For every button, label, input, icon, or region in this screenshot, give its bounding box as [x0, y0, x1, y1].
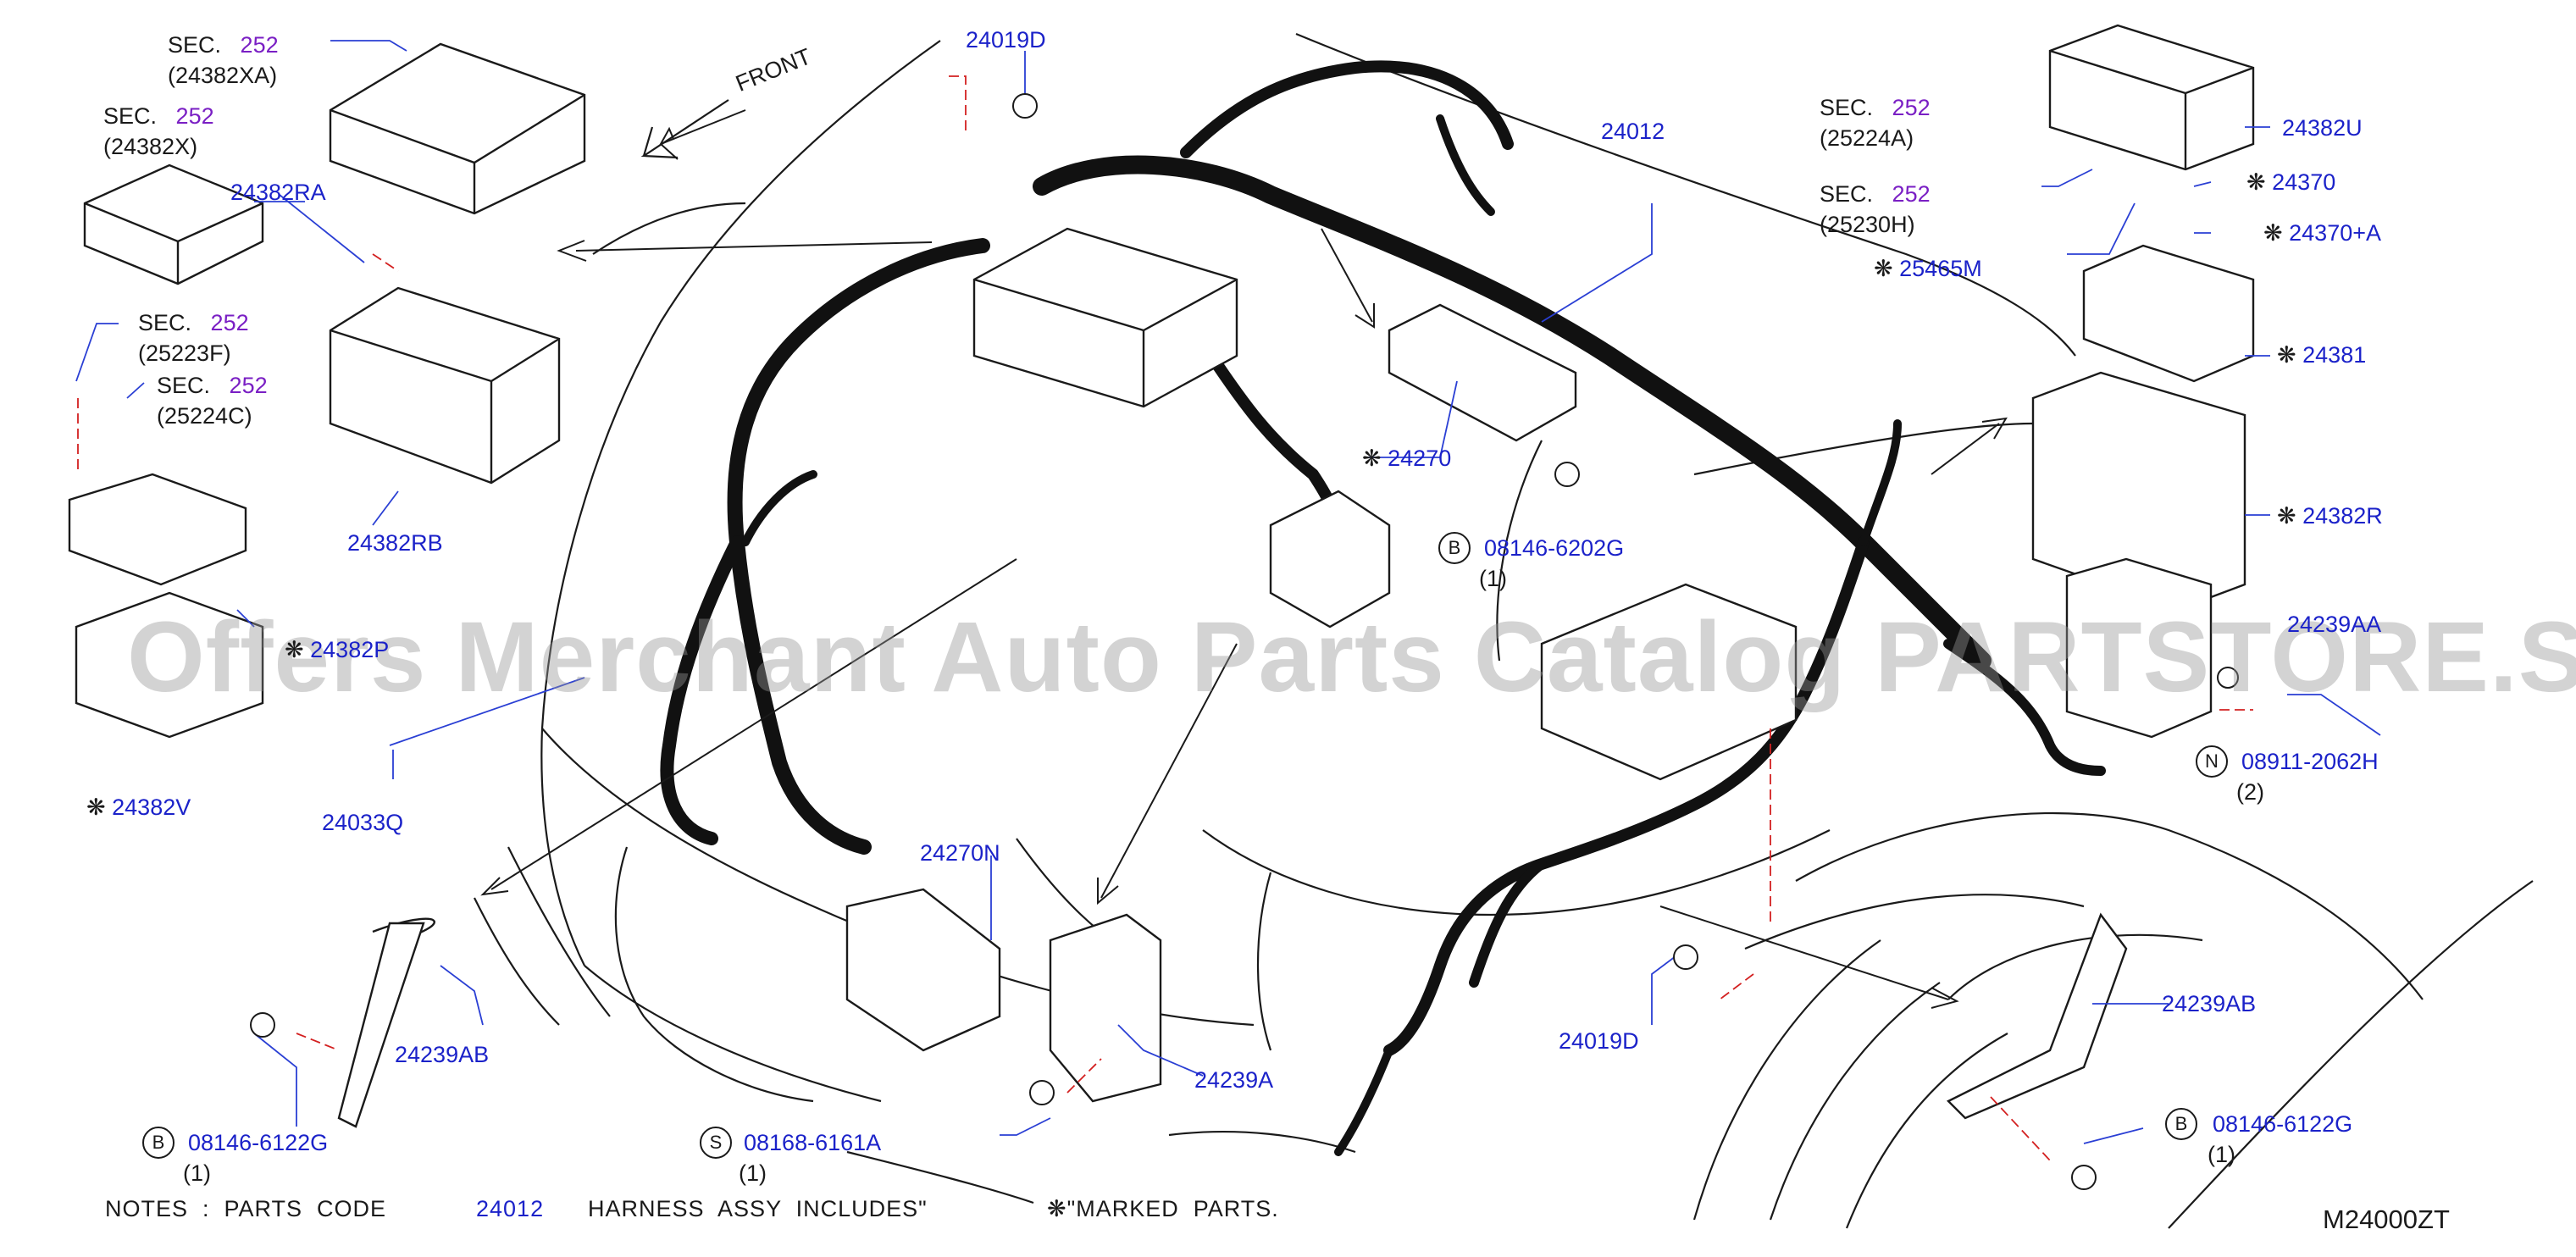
bolt-code-08146-6202G[interactable]: 08146-6202G — [1484, 535, 1625, 561]
part-24382V-row: ❋ 24382V — [86, 795, 191, 820]
part-24382R-row: ❋ 24382R — [2277, 503, 2383, 529]
sec-label-2: SEC. 252 — [103, 103, 214, 129]
sec-label-1: SEC. 252 — [168, 32, 279, 58]
notes-code: 24012 — [476, 1196, 545, 1221]
bolt-b-badge-3: B — [2165, 1108, 2197, 1140]
marked-icon: ❋ — [285, 637, 304, 662]
sec-code-6: (25230H) — [1820, 212, 1915, 237]
marked-icon: ❋ — [1047, 1196, 1067, 1221]
part-24370-row: ❋ 24370 — [2246, 169, 2336, 195]
nut-n-badge: N — [2196, 745, 2228, 778]
sec-code-2: (24382X) — [103, 134, 198, 159]
part-24012[interactable]: 24012 — [1601, 119, 1665, 144]
arrows — [480, 228, 2008, 1009]
components — [68, 24, 2255, 1128]
part-24019D-top[interactable]: 24019D — [966, 27, 1046, 53]
red-dash-lines — [77, 75, 2253, 1161]
marked-icon: ❋ — [2277, 503, 2296, 529]
part-24382U[interactable]: 24382U — [2282, 115, 2363, 141]
part-24019D-bottom[interactable]: 24019D — [1559, 1028, 1639, 1054]
nut-qty: (2) — [2236, 779, 2264, 805]
notes-prefix: NOTES : PARTS CODE — [105, 1196, 387, 1221]
sec-code-3: (25223F) — [138, 341, 231, 366]
harness-trunks — [660, 60, 2106, 1156]
part-24239AB-right[interactable]: 24239AB — [2162, 991, 2257, 1016]
sec-code-5: (25224A) — [1820, 125, 1914, 151]
bolt-code-08168-6161A[interactable]: 08168-6161A — [744, 1130, 882, 1155]
bolt-code-08146-6122G-right[interactable]: 08146-6122G — [2213, 1111, 2353, 1137]
sec-code-4: (25224C) — [157, 403, 252, 429]
part-24382RA[interactable]: 24382RA — [230, 180, 326, 205]
bolt-s-badge: S — [700, 1127, 732, 1159]
part-24239AA[interactable]: 24239AA — [2287, 612, 2382, 637]
part-24239AB-left[interactable]: 24239AB — [395, 1042, 490, 1067]
part-24270-row: ❋ 24270 — [1362, 446, 1452, 471]
marked-icon: ❋ — [2277, 342, 2296, 368]
marked-icon: ❋ — [2263, 220, 2283, 246]
marked-icon: ❋ — [2246, 169, 2266, 195]
part-25465M-row: ❋ 25465M — [1874, 256, 1982, 281]
part-24382P-row: ❋ 24382P — [285, 637, 390, 662]
part-24239A[interactable]: 24239A — [1194, 1067, 1274, 1093]
bolt-qty-s: (1) — [739, 1160, 767, 1186]
sec-label-6: SEC. 252 — [1820, 181, 1931, 207]
marked-icon: ❋ — [86, 795, 106, 820]
sec-label-5: SEC. 252 — [1820, 95, 1931, 120]
part-24382RB[interactable]: 24382RB — [347, 530, 443, 556]
leader-lines — [75, 40, 2381, 1144]
sec-code-1: (24382XA) — [168, 63, 278, 88]
sec-label-3: SEC. 252 — [138, 310, 249, 335]
marked-icon: ❋ — [1874, 256, 1893, 281]
watermark: Offers Merchant Auto Parts Catalog PARTS… — [127, 601, 2576, 713]
notes-middle: HARNESS ASSY INCLUDES" — [588, 1196, 928, 1221]
part-24370A-row: ❋ 24370+A — [2263, 220, 2381, 246]
sec-label-4: SEC. 252 — [157, 373, 268, 398]
bolt-b-badge-2: B — [142, 1127, 175, 1159]
bolts — [250, 93, 2239, 1190]
notes-suffix-row: ❋"MARKED PARTS. — [1047, 1196, 1279, 1221]
bolt-code-08146-6122G-left[interactable]: 08146-6122G — [188, 1130, 329, 1155]
diagram-code: M24000ZT — [2323, 1204, 2450, 1234]
bolt-qty-1: (1) — [1479, 566, 1507, 591]
part-24381-row: ❋ 24381 — [2277, 342, 2367, 368]
bolt-b-badge-1: B — [1438, 532, 1471, 564]
part-24033Q[interactable]: 24033Q — [322, 810, 404, 835]
bolt-qty-3: (1) — [2208, 1142, 2235, 1167]
part-24270N[interactable]: 24270N — [920, 840, 1000, 866]
bolt-qty-2: (1) — [183, 1160, 211, 1186]
nut-code-08911-2062H[interactable]: 08911-2062H — [2241, 749, 2379, 774]
marked-icon: ❋ — [1362, 446, 1382, 471]
